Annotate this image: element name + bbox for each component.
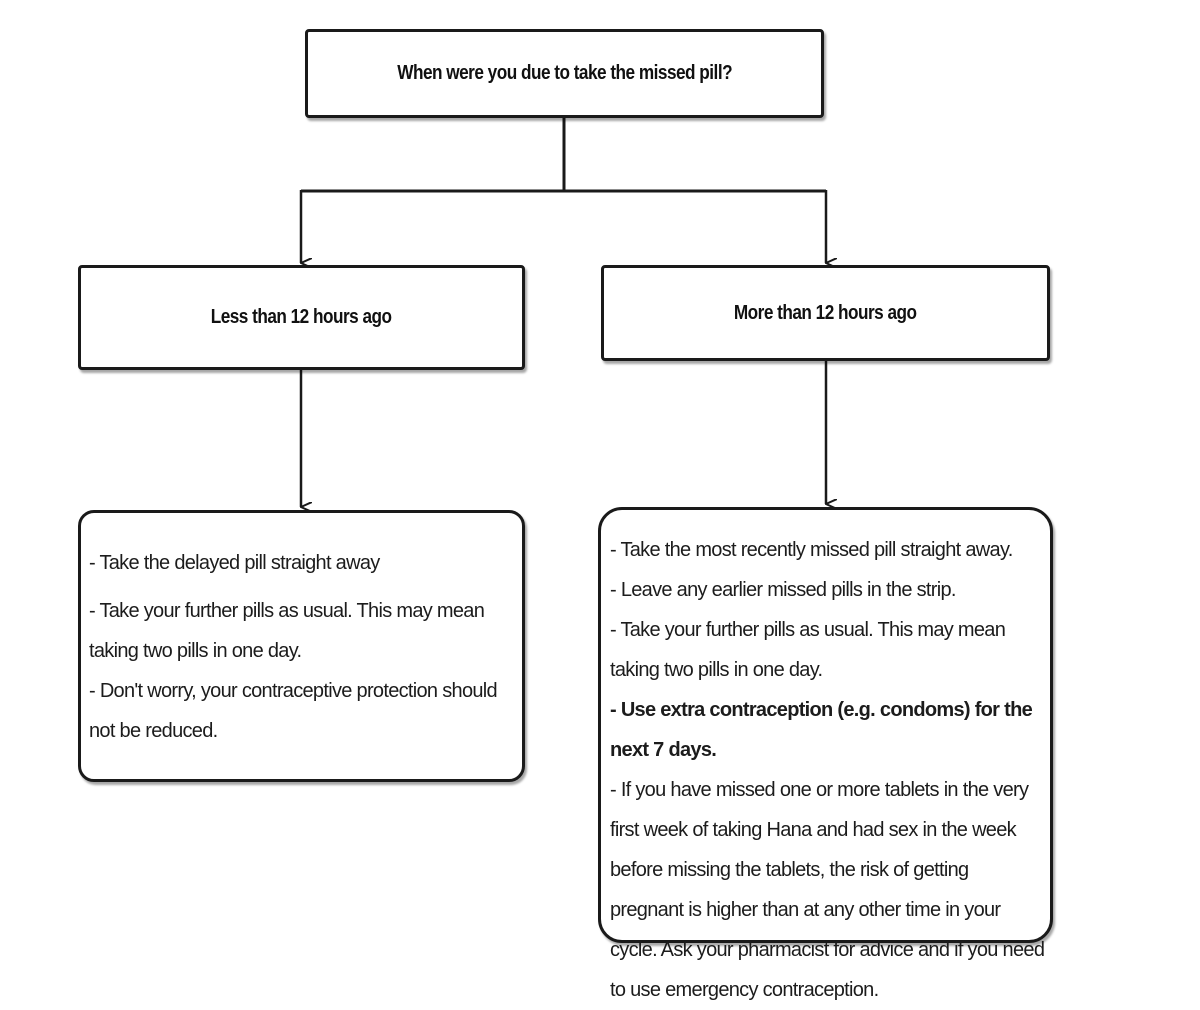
less-than-12-hours-box: Less than 12 hours ago	[78, 265, 525, 370]
less-than-12-hours-advice-box: - Take the delayed pill straight away - …	[78, 510, 525, 782]
more-than-12-hours-advice-list: - Take the most recently missed pill str…	[610, 530, 1046, 1010]
question-box: When were you due to take the missed pil…	[305, 29, 824, 118]
advice-item: - Leave any earlier missed pills in the …	[610, 579, 956, 601]
advice-item: - Don't worry, your contraceptive protec…	[89, 680, 498, 742]
advice-item: - If you have missed one or more tablets…	[610, 779, 1045, 1001]
advice-item: - Take your further pills as usual. This…	[89, 600, 485, 662]
advice-item-extra-contraception: - Use extra contraception (e.g. condoms)…	[610, 699, 1033, 761]
advice-item: - Take the most recently missed pill str…	[610, 539, 1013, 561]
advice-item: - Take the delayed pill straight away	[89, 552, 380, 574]
more-than-12-hours-box: More than 12 hours ago	[601, 265, 1050, 361]
more-than-12-hours-label: More than 12 hours ago	[734, 301, 917, 324]
question-text: When were you due to take the missed pil…	[397, 62, 732, 84]
less-than-12-hours-advice-list: - Take the delayed pill straight away - …	[89, 543, 519, 751]
more-than-12-hours-advice-box: - Take the most recently missed pill str…	[598, 507, 1053, 1001]
advice-item: - Take your further pills as usual. This…	[610, 619, 1006, 681]
less-than-12-hours-label: Less than 12 hours ago	[211, 306, 392, 328]
